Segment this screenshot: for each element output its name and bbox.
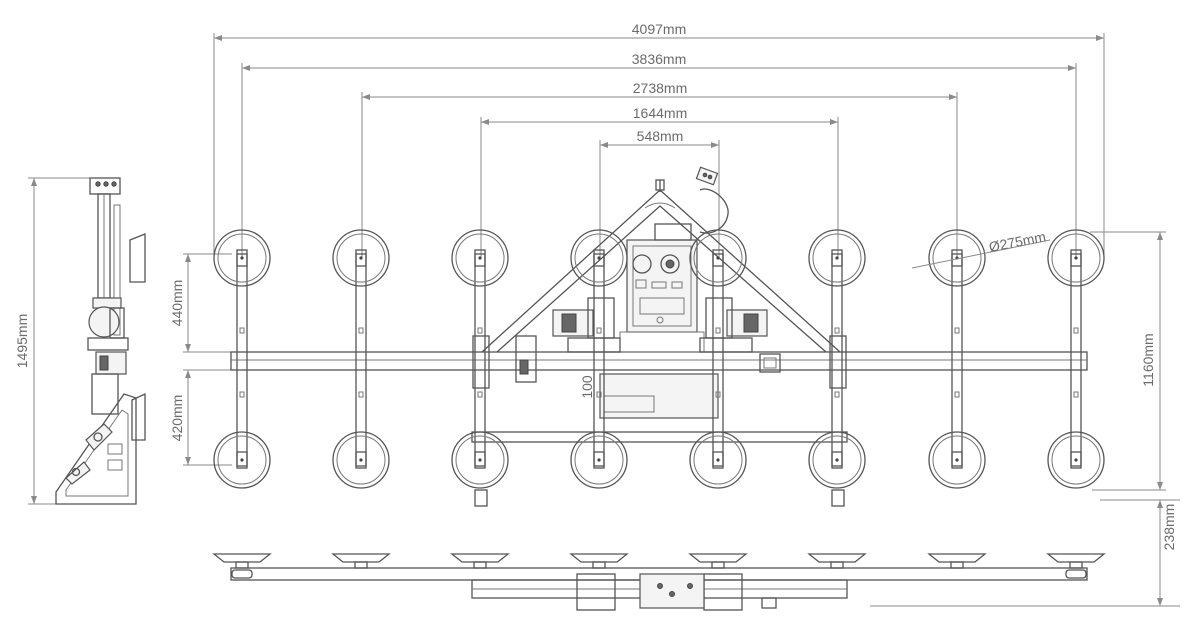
- suction-cup: [570, 229, 628, 287]
- right-pump: [699, 297, 768, 353]
- dimension-440-label: 440mm: [169, 280, 185, 327]
- bottom-suction-cup: [212, 553, 272, 569]
- dimension-420-label: 420mm: [169, 395, 185, 442]
- beam-clamp: [472, 335, 490, 389]
- cup-arm: [951, 253, 963, 467]
- dimension-4097-label: 4097mm: [632, 21, 686, 37]
- left-pump: [552, 297, 621, 353]
- cup-arm: [236, 253, 248, 467]
- main-beam: [230, 351, 1088, 371]
- cup-arm: [712, 253, 724, 467]
- beam-clamp: [829, 335, 847, 389]
- suction-cup: [1047, 431, 1105, 489]
- bottom-suction-cup: [331, 553, 391, 569]
- bottom-suction-cup: [1046, 553, 1106, 569]
- dimension-2738-label: 2738mm: [633, 80, 687, 96]
- bottom-suction-cup: [807, 553, 867, 569]
- suction-cup: [451, 431, 509, 489]
- cup-arm: [355, 253, 367, 467]
- suction-cup: [689, 431, 747, 489]
- cup-arm: [831, 253, 843, 467]
- bottom-view: 238mm: [212, 499, 1180, 611]
- dimension-1160-label: 1160mm: [1140, 333, 1156, 386]
- suction-cup: [213, 229, 271, 287]
- dimension-548-label: 548mm: [637, 128, 684, 144]
- suction-cup: [332, 431, 390, 489]
- suction-cup: [332, 229, 390, 287]
- dimension-1160: 1160mm: [1090, 231, 1166, 491]
- bottom-suction-cup: [450, 553, 510, 569]
- bottom-suction-cup: [569, 553, 629, 569]
- suction-cup: [808, 431, 866, 489]
- side-view: 1495mm: [14, 177, 146, 505]
- suction-cup: [570, 431, 628, 489]
- dimension-238: 238mm: [870, 499, 1180, 607]
- cup-arm: [474, 253, 486, 467]
- dimension-100-label: 100: [579, 375, 595, 399]
- suction-cup: [808, 229, 866, 287]
- suction-cup: [689, 229, 747, 287]
- suction-cup: [213, 431, 271, 489]
- dimension-diameter-label: Ø275mm: [988, 228, 1048, 255]
- suction-cup: [928, 229, 986, 287]
- dimension-1495-label: 1495mm: [14, 314, 30, 368]
- dimension-1644-label: 1644mm: [633, 105, 687, 121]
- bottom-suction-cup: [688, 553, 748, 569]
- dimension-3836: 3836mm: [241, 51, 1077, 258]
- suction-cup: [928, 431, 986, 489]
- dimension-548: 548mm: [599, 128, 720, 258]
- dimension-1644: 1644mm: [480, 105, 839, 258]
- dimension-420: 420mm: [169, 369, 232, 466]
- dimension-238-label: 238mm: [1161, 504, 1177, 551]
- front-view: 100 Ø275mm 1160mm: [213, 166, 1166, 507]
- dimension-3836-label: 3836mm: [632, 51, 686, 67]
- cup-arm: [593, 253, 605, 467]
- suction-cup: [451, 229, 509, 287]
- suction-cup: [1047, 229, 1105, 287]
- dimension-440: 440mm: [169, 253, 232, 353]
- cup-arm: [1070, 253, 1082, 467]
- dimension-4097: 4097mm: [213, 21, 1105, 258]
- bottom-suction-cup: [927, 553, 987, 569]
